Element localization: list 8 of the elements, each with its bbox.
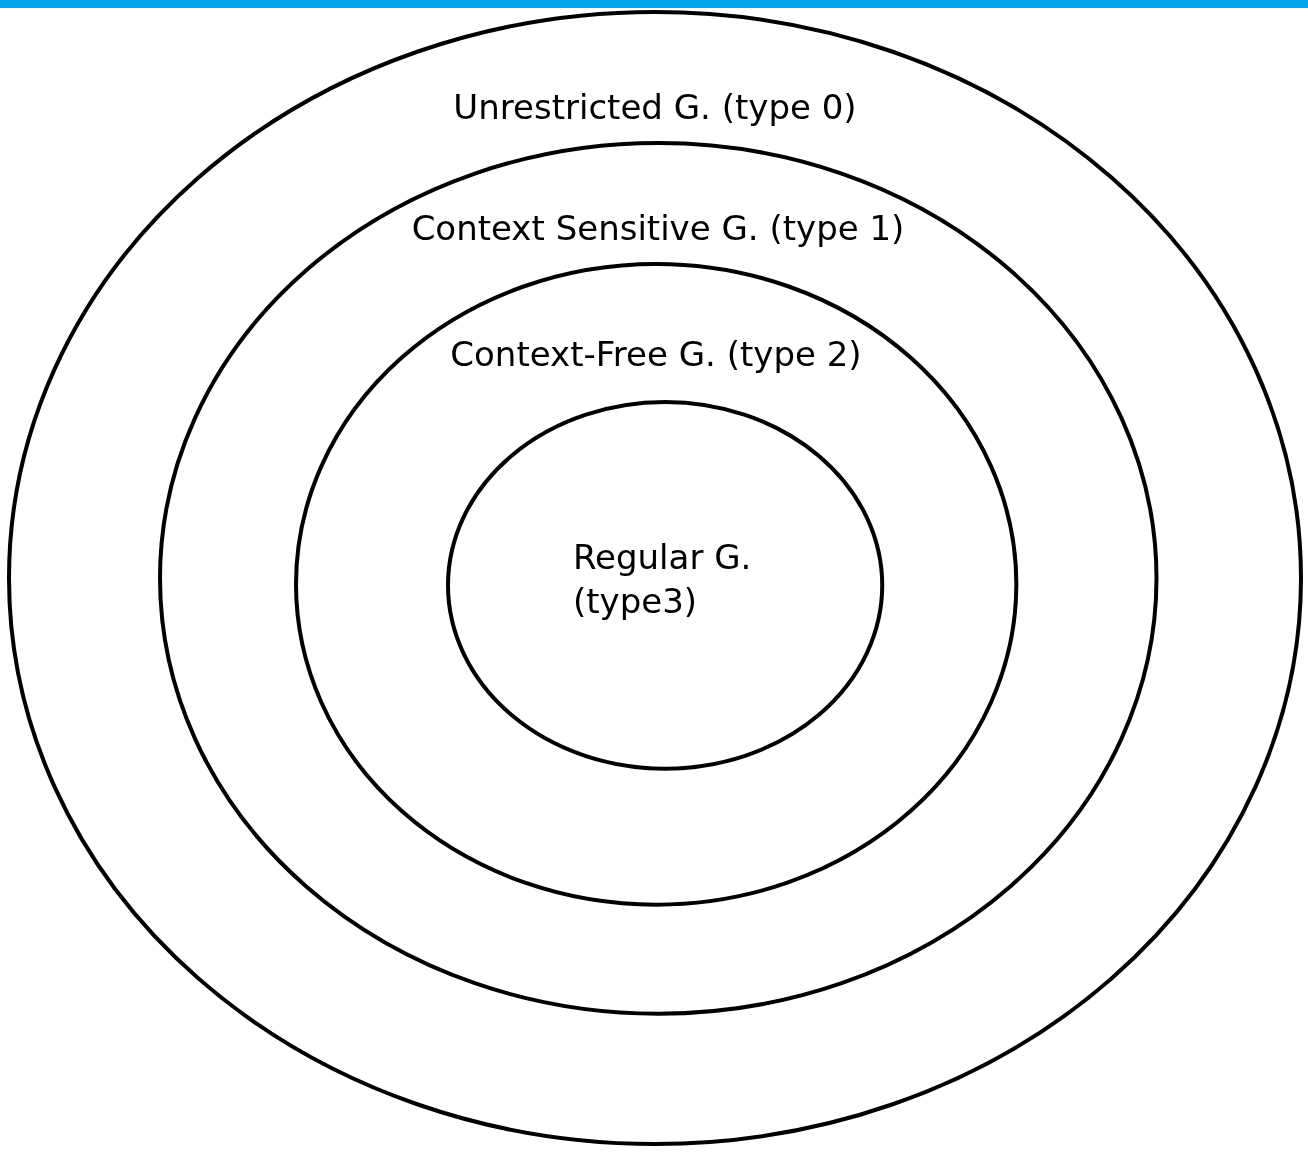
- grammar-label: Context-Free G. (type 2): [450, 332, 862, 376]
- grammar-label: Unrestricted G. (type 0): [453, 86, 857, 129]
- grammar-label: Context Sensitive G. (type 1): [411, 206, 905, 250]
- nested-ellipse: [293, 261, 1019, 907]
- nested-ellipse: [157, 140, 1159, 1016]
- nested-ellipse: [7, 10, 1303, 1146]
- nested-ellipse: [445, 399, 885, 771]
- grammar-label: Regular G. (type3): [572, 535, 753, 624]
